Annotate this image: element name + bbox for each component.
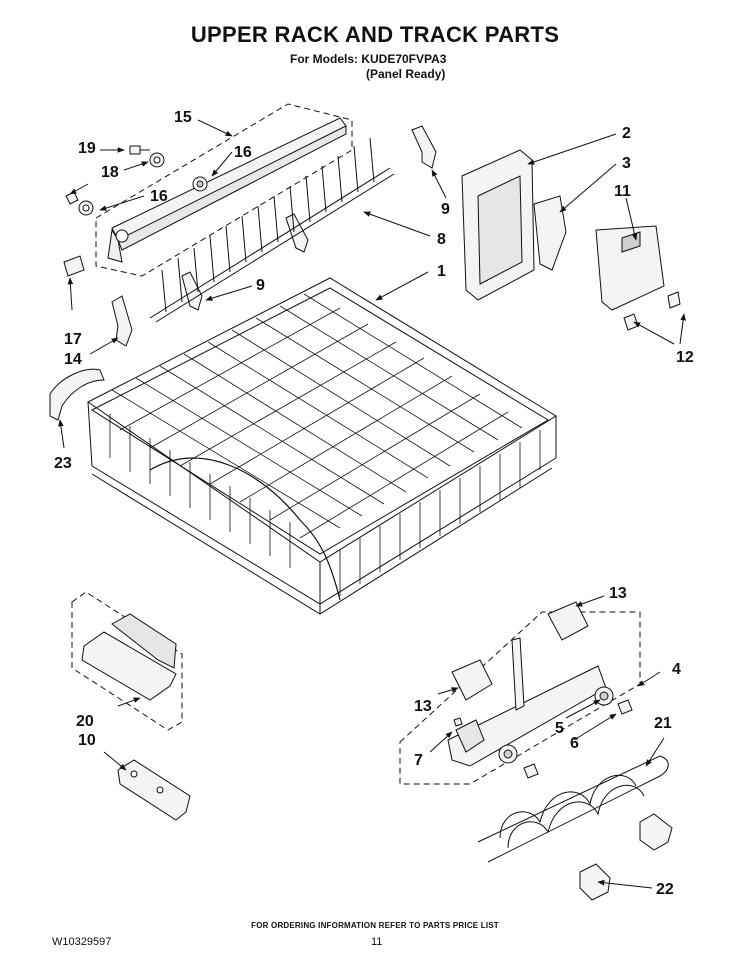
document-number: W10329597: [52, 936, 112, 948]
callout-13-right: 13: [609, 585, 627, 602]
clip-parts: [181, 125, 437, 311]
callout-labels: 15 19 16 18 16 17 14 23 9 8 9 1 2 3 11 1…: [54, 109, 694, 898]
callout-23: 23: [54, 455, 72, 472]
callout-18: 18: [101, 164, 119, 181]
callout-16-mid: 16: [150, 188, 168, 205]
bottom-left-parts: [71, 591, 191, 821]
callout-4: 4: [672, 661, 681, 678]
callout-10: 10: [78, 732, 96, 749]
ordering-note: FOR ORDERING INFORMATION REFER TO PARTS …: [251, 921, 499, 930]
callout-16-top: 16: [234, 144, 252, 161]
callout-13-left: 13: [414, 698, 432, 715]
tine-row: [149, 137, 395, 323]
track-assembly-group: [95, 103, 353, 277]
models-line: For Models: KUDE70FVPA3: [290, 52, 447, 66]
panel-ready-line: (Panel Ready): [366, 67, 446, 81]
callout-11: 11: [614, 183, 631, 200]
wire-and-stops: [477, 755, 673, 901]
callout-6: 6: [570, 735, 579, 752]
callout-2: 2: [622, 125, 631, 142]
stop-parts: [49, 295, 133, 421]
callout-12: 12: [676, 349, 694, 366]
callout-21: 21: [654, 715, 672, 732]
callout-17: 17: [64, 331, 82, 348]
callout-9-top: 9: [441, 201, 450, 218]
track-clips: [451, 601, 589, 701]
callout-14: 14: [64, 351, 82, 368]
page-number: 11: [371, 936, 383, 948]
callout-22: 22: [656, 881, 674, 898]
upper-rack: [87, 277, 557, 615]
callout-20: 20: [76, 713, 94, 730]
callout-3: 3: [622, 155, 631, 172]
callout-1: 1: [437, 263, 446, 280]
callout-8: 8: [437, 231, 446, 248]
callout-9-left: 9: [256, 277, 265, 294]
callout-5: 5: [555, 720, 564, 737]
track-slide-assembly: [399, 611, 641, 785]
leader-lines: [58, 119, 686, 889]
callout-15: 15: [174, 109, 192, 126]
fastener-parts: [63, 145, 165, 277]
callout-19: 19: [78, 140, 96, 157]
page-title: UPPER RACK AND TRACK PARTS: [190, 22, 560, 47]
callout-7: 7: [414, 752, 423, 769]
bracket-parts: [461, 149, 681, 331]
